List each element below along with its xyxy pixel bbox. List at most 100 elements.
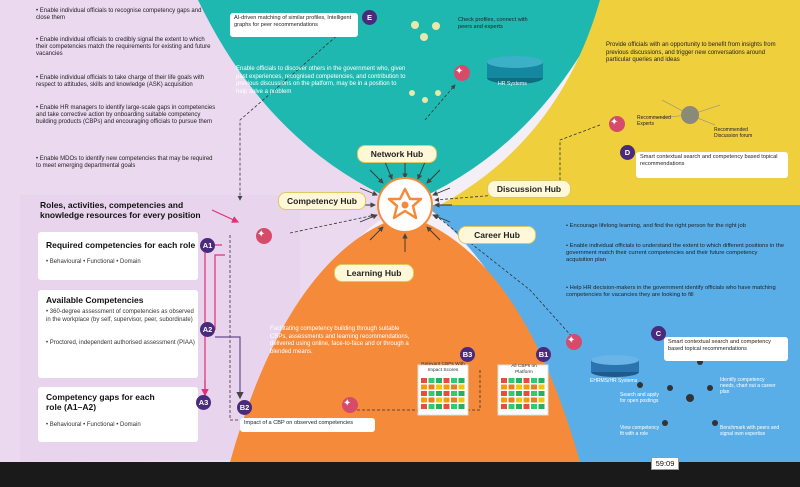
cbp-cell (428, 397, 435, 403)
learning-hub-icon: ✦ (343, 398, 352, 409)
career-hub-label: Career Hub (458, 226, 536, 244)
career-smart-search: Smart contextual search and competency b… (664, 337, 788, 361)
cbp-cell (523, 378, 530, 383)
benchmark-label: Benchmark with peers and signal own expe… (720, 425, 780, 437)
diagram-stage: • Enable individual officials to recogni… (0, 0, 800, 462)
cbp-cell (458, 397, 465, 403)
learning-region (230, 215, 580, 462)
network-hub-label: Network Hub (357, 145, 437, 163)
badge-a3: A3 (196, 395, 211, 410)
left-bullet-3: • Enable individual officials to take ch… (36, 75, 205, 89)
roles-title: Roles, activities, competencies and know… (40, 200, 201, 220)
cbp-cell (523, 404, 530, 409)
cbp-cell (428, 404, 435, 409)
discussion-description: Provide officials with an opportunity to… (606, 42, 776, 64)
career-hub-icon: ✦ (567, 335, 576, 346)
cbp-cell (451, 397, 457, 403)
required-items: • Behavioural • Functional • Domain (46, 259, 141, 265)
cbp-cell (508, 384, 515, 390)
cbp-cell (538, 384, 545, 390)
badge-b1: B1 (536, 347, 551, 362)
available-item-1: • 360-degree assessment of competencies … (46, 309, 194, 323)
center-logo (387, 187, 423, 220)
competency-hub-icon: ✦ (257, 229, 266, 240)
cbp-cell (501, 404, 507, 409)
relevant-cbps-label: Relevant CBPs With Impact Scores (421, 362, 465, 373)
cbp-cell (436, 378, 442, 383)
cbp-cell (436, 397, 442, 403)
cbp-cell (531, 404, 537, 409)
left-bullet-2: • Enable individual officials to credibl… (36, 37, 211, 58)
discussion-hub-label: Discussion Hub (487, 180, 571, 198)
all-cbps-label: All CBPs on Platform (511, 364, 537, 375)
cbp-cell (428, 378, 435, 383)
cbp-cell (538, 404, 545, 409)
cbp-cell (523, 397, 530, 403)
network-ai-box: AI-driven matching of similar profiles, … (230, 13, 358, 37)
required-competencies-box: Required competencies for each role • Be… (38, 232, 198, 280)
cbp-cell (421, 378, 427, 383)
competency-gaps-box: Competency gaps for each role (A1–A2) • … (38, 387, 198, 442)
cbp-cell (508, 404, 515, 409)
view-competency-label: View competency fit with a role (620, 425, 660, 437)
required-title: Required competencies for each role (46, 240, 196, 250)
learning-hub-label: Learning Hub (334, 264, 414, 282)
identify-needs-label: Identify competency needs, chart out a c… (720, 377, 776, 395)
cbp-cell (501, 397, 507, 403)
career-region (425, 205, 800, 462)
cbp-cell (531, 397, 537, 403)
cbp-cell (538, 397, 545, 403)
cbp-cell (421, 397, 427, 403)
competency-hub-label: Competency Hub (278, 192, 366, 210)
gaps-title: Competency gaps for each role (A1–A2) (46, 392, 155, 412)
cbp-cell (436, 391, 442, 396)
cbp-cell (458, 391, 465, 396)
cbp-cell (516, 384, 522, 390)
cbp-cell (451, 378, 457, 383)
cbp-cell (451, 391, 457, 396)
badge-d: D (620, 145, 635, 160)
cbp-cell (508, 378, 515, 383)
cbp-cell (516, 378, 522, 383)
cbp-cell (501, 391, 507, 396)
cbp-cell (421, 384, 427, 390)
left-bullet-5: • Enable MDOs to identify new competenci… (36, 156, 213, 170)
career-bullet-2: • Enable individual officials to underst… (566, 243, 785, 264)
learning-description: Facilitating competency building through… (270, 326, 410, 355)
cbp-cell (443, 404, 450, 409)
network-hub-icon: ✦ (455, 66, 464, 77)
cbp-cell (451, 404, 457, 409)
career-bullet-3: • Help HR decision-makers in the governm… (566, 285, 776, 299)
left-bullet-1: • Enable individual officials to recogni… (36, 8, 202, 22)
badge-b2: B2 (237, 400, 252, 415)
cbp-cell (531, 378, 537, 383)
cbp-cell (458, 378, 465, 383)
network-description: Enable officials to discover others in t… (236, 66, 406, 95)
gaps-items: • Behavioural • Functional • Domain (46, 422, 141, 428)
badge-a2: A2 (200, 322, 215, 337)
cbp-cell (428, 391, 435, 396)
cbp-cell (451, 384, 457, 390)
cbp-cell (443, 397, 450, 403)
recommended-experts-label: Recommended Experts (637, 115, 671, 127)
cbp-cell (538, 378, 545, 383)
discussion-smart-search: Smart contextual search and competency b… (636, 152, 788, 178)
cbp-cell (523, 384, 530, 390)
cbp-cell (516, 404, 522, 409)
cbp-cell (443, 391, 450, 396)
cbp-cell (516, 391, 522, 396)
cbp-cell (428, 384, 435, 390)
available-item-2: • Proctored, independent authorised asse… (46, 340, 195, 346)
cbp-cell (421, 404, 427, 409)
badge-b3: B3 (460, 347, 475, 362)
cbp-impact-box: Impact of a CBP on observed competencies (240, 418, 375, 432)
cbp-cell (538, 391, 545, 396)
video-timestamp: 59:09 (651, 457, 679, 470)
hr-systems-label: HR Systems (498, 81, 527, 87)
left-bullet-4: • Enable HR managers to identify large-s… (36, 105, 216, 126)
cbp-cell (443, 384, 450, 390)
cbp-cell (458, 404, 465, 409)
video-control-bar (0, 462, 800, 487)
cbp-cell (531, 391, 537, 396)
cbp-cell (443, 378, 450, 383)
